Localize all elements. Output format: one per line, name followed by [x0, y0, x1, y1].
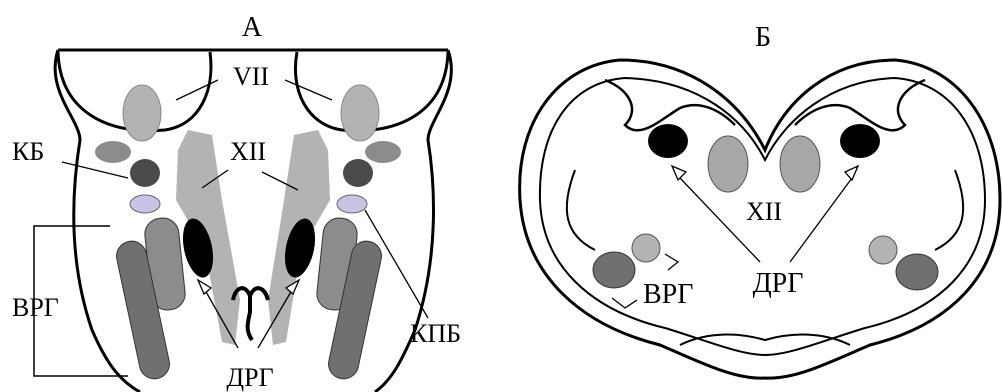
panel-b-right-peduncle [795, 80, 925, 130]
vrg-nucleus-b-right-large [896, 254, 938, 290]
vrg-tick-lower [612, 298, 637, 308]
panel-b: Б XII ДРГ ВРГ [520, 22, 1000, 378]
label-xii-b: XII [746, 197, 782, 226]
drg-arrowhead-a-left [198, 280, 211, 294]
kpb-nucleus-right [337, 195, 367, 213]
vrg-nucleus-b-left-large [593, 252, 635, 288]
kb-nucleus-left [130, 159, 160, 187]
xii-nucleus-b-left [708, 136, 748, 192]
panel-b-left-side [567, 170, 595, 250]
label-kpb: КПБ [410, 319, 461, 348]
drg-nucleus-b-left [648, 124, 688, 158]
vii-nucleus-left [123, 85, 161, 141]
vii-nucleus-right [341, 85, 379, 141]
panel-a-outline [55, 50, 451, 392]
panel-b-right-side [935, 170, 963, 250]
panel-b-pyramids [680, 335, 850, 345]
kpb-nucleus-left [130, 195, 160, 213]
panel-a-title: А [242, 12, 263, 43]
kb-upper-right [365, 141, 401, 163]
xii-nucleus-b-right [780, 136, 820, 192]
label-vrg-a: ВРГ [12, 293, 59, 322]
kb-nucleus-right [343, 159, 373, 187]
panel-b-title: Б [755, 22, 771, 53]
label-vrg-b: ВРГ [643, 279, 693, 310]
label-xii-a: XII [230, 137, 266, 166]
vrg-nucleus-b-left-small [632, 234, 660, 262]
label-kb: КБ [12, 137, 44, 166]
drg-nucleus-b-right [840, 124, 880, 158]
vrg-nucleus-b-right-small [869, 236, 897, 264]
label-vii: VII [233, 62, 269, 91]
label-drg-a: ДРГ [226, 363, 273, 392]
drg-arrowhead-b-right [845, 166, 858, 180]
vrg-tick-upper [665, 254, 678, 270]
panel-a: А VII XII КБ ВРГ КПБ ДРГ [12, 12, 461, 392]
label-drg-b: ДРГ [753, 268, 804, 299]
drg-arrowhead-b-left [672, 166, 686, 180]
kb-upper-left [95, 141, 131, 163]
